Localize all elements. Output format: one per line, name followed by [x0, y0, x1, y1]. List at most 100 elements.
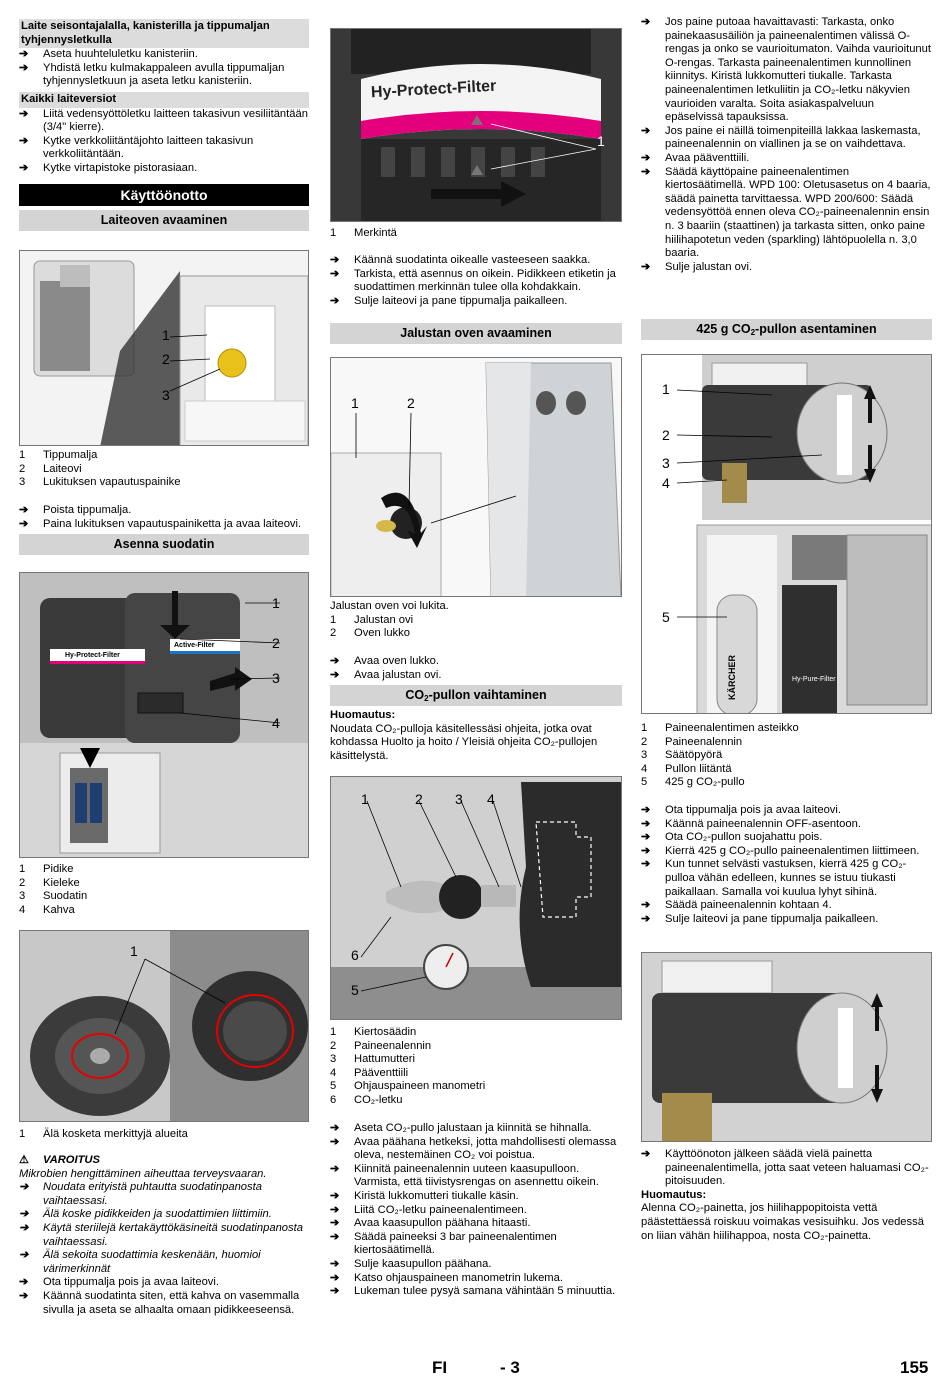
mount-steps: ➔Ota tippumalja pois ja avaa laiteovi. ➔… — [641, 804, 932, 926]
arrow-icon: ➔ — [330, 655, 340, 667]
note-text: Alenna CO₂-painetta, jos hiilihappopitoi… — [641, 1202, 924, 1242]
all-versions-heading: Kaikki laiteversiot — [19, 91, 309, 108]
arrow-icon: ➔ — [19, 61, 29, 74]
warning-step: ➔Käytä steriilejä kertakäyttökäsineitä s… — [19, 1221, 303, 1248]
arrow-icon: ➔ — [19, 517, 29, 530]
callout-2: 2 — [407, 395, 415, 411]
bottle-label: Hy-Pure-Filter — [792, 676, 836, 683]
kaercher-logo: KÄRCHER — [727, 655, 737, 700]
stand-steps: ➔Avaa oven lukko. ➔Avaa jalustan ovi. — [330, 655, 622, 682]
touch-figure: 1 — [19, 930, 309, 1122]
hy-protect-illustration — [331, 29, 621, 221]
arrow-icon: ➔ — [641, 844, 651, 857]
pressure-step: ➔Jos paine putoaa havaittavasti: Tarkast… — [641, 16, 931, 124]
callout-3: 3 — [272, 670, 280, 686]
co2-step: ➔Lukeman tulee pysyä samana vähintään 5 … — [330, 1285, 616, 1298]
regulator-illustration — [331, 777, 621, 1019]
callout-3: 3 — [455, 791, 463, 807]
filter-figure: Hy-Protect-Filter Active-Filter 1 2 3 4 — [19, 572, 309, 858]
mount-illustration — [676, 355, 931, 713]
callout-1: 1 — [162, 327, 170, 343]
stand-step: ➔Avaa jalustan ovi. — [330, 668, 442, 681]
note-text: Noudata CO₂-pulloja käsitellessäsi ohjei… — [330, 722, 598, 762]
arrow-icon: ➔ — [330, 1257, 340, 1270]
footer-page-number: 155 — [900, 1358, 929, 1377]
co2-step: ➔Kiristä lukkomutteri tiukalle käsin. — [330, 1189, 519, 1202]
callout-1: 1 — [272, 595, 280, 611]
arrow-icon: ➔ — [330, 1230, 340, 1243]
footer-section: - 3 — [500, 1358, 520, 1377]
door-step: ➔Paina lukituksen vapautuspainiketta ja … — [19, 517, 302, 530]
mount-step: ➔Kun tunnet selvästi vastuksen, kierrä 4… — [641, 858, 907, 898]
door-steps: ➔Poista tippumalja. ➔Paina lukituksen va… — [19, 504, 309, 531]
arrow-icon: ➔ — [19, 1249, 29, 1262]
arrow-icon: ➔ — [330, 294, 340, 307]
arrow-icon: ➔ — [19, 1276, 29, 1289]
arrow-icon: ➔ — [641, 16, 651, 28]
callout-5: 5 — [351, 982, 359, 998]
arrow-icon: ➔ — [641, 899, 651, 912]
co2-heading: CO2-pullon vaihtaminen — [330, 685, 622, 706]
filter-heading: Asenna suodatin — [19, 534, 309, 555]
hy-protect-figure: Hy-Protect-Filter 1 — [330, 28, 622, 222]
pressure-step: ➔Avaa pääventtiili. — [641, 151, 750, 164]
callout-2: 2 — [162, 351, 170, 367]
arrow-icon: ➔ — [641, 858, 651, 871]
arrow-icon: ➔ — [19, 1208, 29, 1221]
callout-1: 1 — [662, 381, 670, 397]
storage-step: ➔Aseta huuhteluletku kanisteriin. — [19, 48, 198, 61]
adjust-illustration — [642, 953, 931, 1141]
arrow-icon: ➔ — [330, 267, 340, 280]
arrow-icon: ➔ — [641, 831, 651, 844]
arrow-icon: ➔ — [19, 1289, 29, 1302]
callout-1: 1 — [361, 791, 369, 807]
co2-step: ➔Säädä paineeksi 3 bar paineenalentimen … — [330, 1230, 557, 1257]
after-step: ➔Käyttöönoton jälkeen säädä vielä painet… — [641, 1148, 929, 1188]
warning-block: ⚠VAROITUS Mikrobien hengittäminen aiheut… — [19, 1154, 309, 1317]
mount-step: ➔Kierrä 425 g CO₂-pullo paineenalentimen… — [641, 844, 920, 857]
all-step: ➔Kytke virtapistoke pistorasiaan. — [19, 161, 198, 174]
door-heading: Laiteoven avaaminen — [19, 210, 309, 231]
arrow-icon: ➔ — [19, 1221, 29, 1234]
callout-3: 3 — [662, 455, 670, 471]
door-figure: 1 2 3 — [19, 250, 309, 446]
storage-step: ➔Yhdistä letku kulmakappaleen avulla tip… — [19, 61, 285, 88]
arrow-icon: ➔ — [330, 1189, 340, 1202]
arrow-icon: ➔ — [641, 804, 651, 816]
stand-heading: Jalustan oven avaaminen — [330, 323, 622, 344]
fig1-steps: ➔Käännä suodatinta oikealle vasteeseen s… — [330, 254, 622, 308]
mount-step: ➔Ota tippumalja pois ja avaa laiteovi. — [641, 804, 841, 816]
all-step: ➔Liitä vedensyöttöletku laitteen takasiv… — [19, 107, 308, 134]
arrow-icon: ➔ — [330, 1203, 340, 1216]
arrow-icon: ➔ — [19, 134, 29, 147]
callout-1: 1 — [351, 395, 359, 411]
co2-step: ➔Avaa kaasupullon päähana hitaasti. — [330, 1217, 531, 1230]
door-illustration — [20, 251, 308, 445]
stand-illustration — [331, 358, 621, 596]
co2-step: ➔Kiinnitä paineenalennin uuteen kaasupul… — [330, 1162, 599, 1189]
mount-heading: 425 g CO2-pullon asentaminen — [641, 319, 932, 340]
arrow-icon: ➔ — [330, 1271, 340, 1284]
footer-language: FI — [432, 1358, 448, 1377]
callout-4: 4 — [487, 791, 495, 807]
arrow-icon: ➔ — [641, 124, 651, 137]
arrow-icon: ➔ — [330, 1135, 340, 1148]
co2-step: ➔Sulje kaasupullon päähana. — [330, 1257, 492, 1270]
callout-1: 1 — [130, 943, 138, 959]
